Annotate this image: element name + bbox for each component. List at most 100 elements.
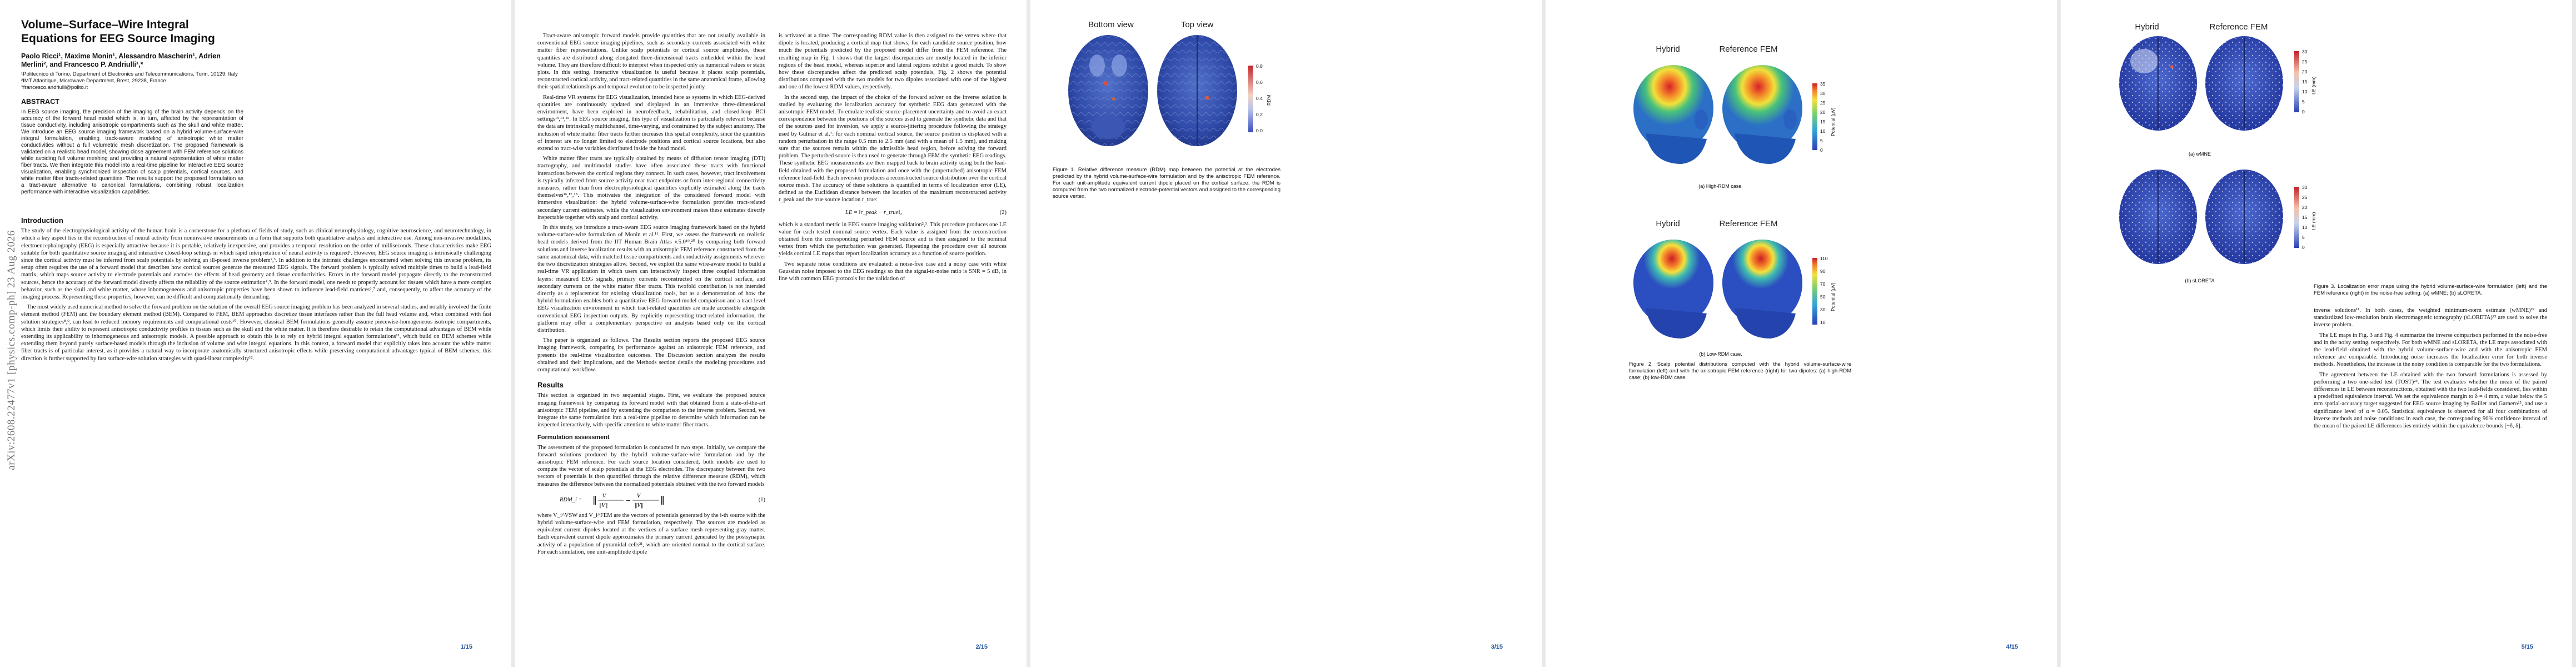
colorbar-tick: 25: [2302, 59, 2308, 64]
reference-fem-label: Reference FEM: [1719, 44, 1778, 54]
paragraph: Two separate noise conditions are evalua…: [779, 261, 1007, 282]
colorbar-tick: 0.2: [1256, 112, 1263, 117]
figure-2-caption: Figure 2. Scalp potential distributions …: [1629, 361, 1851, 381]
colorbar-tick: 20: [2302, 69, 2308, 74]
reference-fem-label: Reference FEM: [1719, 219, 1778, 228]
brain-bottom-view: [1068, 35, 1148, 146]
colorbar-tick: 20: [1820, 109, 1826, 115]
potential-colorbar-a: [1812, 83, 1817, 150]
equation-number: (1): [758, 496, 765, 503]
abstract-heading: ABSTRACT: [21, 98, 59, 106]
abstract-text: In EEG source imaging, the precision of …: [21, 109, 243, 195]
head-reference-fem: [1722, 240, 1802, 339]
equation-number: (2): [999, 209, 1007, 216]
brain-top-view: [1157, 35, 1237, 146]
colorbar-tick: 0: [1820, 147, 1823, 153]
subfigure-b-label: (b) sLORETA: [2185, 278, 2215, 283]
affiliation-2: ²IMT Atlantique, Microwave Department, B…: [21, 78, 166, 84]
right-column: is activated at a time. The correspondin…: [779, 32, 1007, 285]
reference-fem-label: Reference FEM: [2209, 22, 2268, 32]
subfigure-b-label: (b) Low-RDM case.: [1699, 351, 1742, 357]
formulation-heading: Formulation assessment: [537, 434, 610, 441]
le-map-sloreta: [2119, 170, 2283, 264]
equation-body: ‖ V ‖V‖ − V ‖V‖ ‖: [592, 494, 665, 509]
colorbar-tick: 15: [2302, 215, 2308, 220]
right-column-text: inverse solutions¹¹. In both cases, the …: [2314, 307, 2547, 432]
figure-1-caption: Figure 1. Relative difference measure (R…: [1053, 167, 1280, 200]
colorbar-tick: 30: [2302, 49, 2308, 54]
head-potential-low-rdm: [1633, 240, 1802, 339]
paragraph: which is a standard metric in EEG source…: [779, 221, 1007, 257]
colorbar-tick: 10: [2302, 89, 2308, 94]
author-list: Paolo Ricci¹, Maxime Monin¹, Alessandro …: [21, 52, 221, 68]
brain-reference-fem: [2205, 36, 2283, 131]
paragraph: Tract-aware anisotropic forward models p…: [537, 33, 765, 91]
bottom-view-label: Bottom view: [1088, 20, 1134, 29]
colorbar-tick: 50: [1820, 294, 1826, 300]
colorbar-tick: 0: [2302, 109, 2305, 115]
le-colorbar-b: [2294, 187, 2299, 248]
colorbar-tick: 0.8: [1256, 63, 1263, 69]
page-2: Tract-aware anisotropic forward models p…: [515, 0, 1027, 667]
svg-text:‖: ‖: [660, 494, 665, 505]
le-colorbar-a: [2294, 51, 2299, 112]
equation-body: LE = ‖r_peak − r_true‖₂: [845, 209, 902, 216]
paragraph: In this study, we introduce a tract-awar…: [537, 225, 765, 334]
colorbar-title: Potential (μV): [1830, 282, 1836, 311]
page-1: arXiv:2608.22477v1 [physics.comp-ph] 23 …: [0, 0, 511, 667]
page-number: 1/15: [460, 644, 472, 650]
affiliations: ¹Politecnico di Torino, Department of El…: [21, 71, 243, 91]
colorbar-tick: 15: [2302, 79, 2308, 84]
paragraph: The LE maps in Fig. 3 and Fig. 4 summari…: [2314, 332, 2547, 368]
page-5: Hybrid Reference FEM: [2061, 0, 2572, 667]
colorbar-title: LE (mm): [2311, 76, 2316, 94]
colorbar-tick: 0: [2302, 245, 2305, 250]
svg-text:‖V‖: ‖V‖: [635, 503, 644, 509]
left-column: Tract-aware anisotropic forward models p…: [537, 32, 765, 559]
subfigure-a-label: (a) High-RDM case.: [1698, 183, 1743, 189]
svg-text:‖: ‖: [592, 494, 597, 505]
paragraph: White matter fiber tracts are typically …: [537, 156, 765, 221]
paragraph: where V_i^VSW and V_i^FEM are the vector…: [537, 512, 765, 555]
page-number: 2/15: [975, 644, 988, 650]
colorbar-title: LE (mm): [2311, 212, 2316, 230]
brain-hybrid: [2119, 170, 2197, 264]
rdm-colorbar: [1248, 66, 1253, 132]
colorbar-tick: 10: [1820, 320, 1826, 325]
colorbar-tick: 70: [1820, 281, 1826, 287]
head-hybrid: [1633, 65, 1713, 164]
paragraph: This section is organized in two sequent…: [537, 392, 765, 429]
le-map-wmne: [2119, 36, 2283, 131]
intro-paragraph-1: The study of the electrophysiological ac…: [21, 228, 491, 301]
svg-text:V: V: [602, 494, 607, 499]
colorbar-tick: 10: [1820, 128, 1826, 134]
colorbar-tick: 0.4: [1256, 96, 1263, 101]
colorbar-tick: 5: [2302, 235, 2305, 240]
hybrid-label: Hybrid: [1656, 219, 1680, 228]
results-heading: Results: [537, 381, 564, 390]
paragraph: The agreement between the LE obtained wi…: [2314, 371, 2547, 430]
head-reference-fem: [1722, 65, 1802, 164]
colorbar-tick: 0.6: [1256, 79, 1263, 85]
equation-lhs: RDM_i =: [560, 496, 582, 503]
colorbar-tick: 0.0: [1256, 128, 1263, 133]
intro-paragraph-2: The most widely used numerical method to…: [21, 304, 491, 362]
brain-hybrid: [2119, 36, 2197, 131]
intro-column: Introduction The study of the electrophy…: [21, 209, 491, 365]
brain-reference-fem: [2205, 170, 2283, 264]
paragraph: The paper is organized as follows. The R…: [537, 337, 765, 373]
colorbar-tick: 30: [1820, 307, 1826, 312]
colorbar-tick: 15: [1820, 119, 1826, 125]
page-3: Bottom view Top view: [1030, 0, 1542, 667]
colorbar-title: Potential (μV): [1830, 107, 1836, 136]
page-number: 3/15: [1491, 644, 1503, 650]
colorbar-tick: 20: [2302, 205, 2308, 210]
paragraph: Real-time VR systems for EEG visualizati…: [537, 94, 765, 152]
paragraph: The assessment of the proposed formulati…: [537, 444, 765, 487]
svg-text:‖V‖: ‖V‖: [599, 503, 608, 509]
svg-text:V: V: [637, 494, 641, 499]
colorbar-tick: 5: [1820, 138, 1823, 143]
colorbar-tick: 10: [2302, 225, 2308, 230]
page-4: Hybrid Reference FEM 35: [1546, 0, 2057, 667]
paragraph: inverse solutions¹¹. In both cases, the …: [2314, 307, 2547, 328]
